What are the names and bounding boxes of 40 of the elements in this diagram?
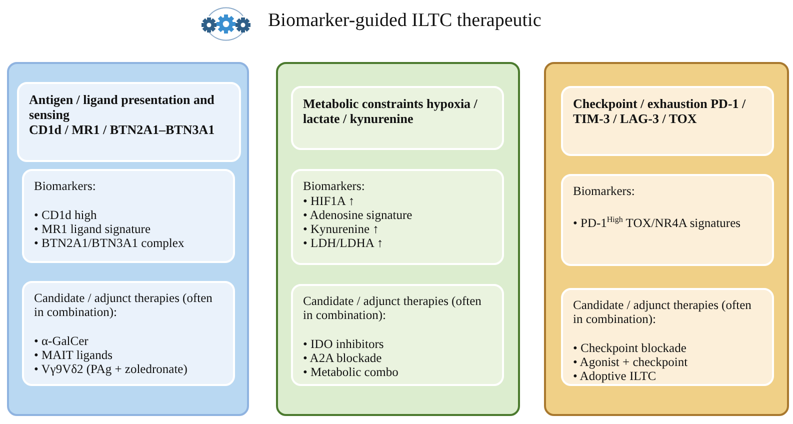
section-heading: Biomarkers: <box>34 179 97 193</box>
section-heading: Candidate / adjunct therapies (often in combination): <box>303 294 482 322</box>
header-card <box>17 82 241 162</box>
bullet-item: • BTN2A1/BTN3A1 complex <box>34 236 186 250</box>
content-card <box>22 281 235 386</box>
content-card <box>291 284 504 386</box>
column-panel <box>276 62 520 416</box>
bullet-item: • Agonist + checkpoint <box>573 355 689 369</box>
diagram-title: Biomarker-guided ILTC therapeutic <box>268 10 542 32</box>
section-heading: Biomarkers: <box>573 184 636 198</box>
bullet-item: • Kynurenine ↑ <box>303 222 380 236</box>
header-card <box>561 86 774 156</box>
bullet-item: • IDO inhibitors <box>303 337 385 351</box>
header-card <box>291 86 504 150</box>
bullet-item: • Checkpoint blockade <box>573 341 688 355</box>
bullet-item: • PD-1$^{High}$ TOX/NR4A signatures <box>573 214 742 230</box>
bullet-item: • α-GalCer <box>34 334 90 348</box>
section-heading: Biomarkers: <box>303 179 366 193</box>
bullet-item: • HIF1A ↑ <box>303 194 356 208</box>
content-card <box>291 169 504 265</box>
column-panel <box>7 62 249 416</box>
bullet-item: • LDH/LDHA ↑ <box>303 236 384 250</box>
heading-text: Metabolic constraints hypoxia / lactate / kynurenine <box>303 96 478 126</box>
content-card <box>561 174 774 266</box>
section-heading: Candidate / adjunct therapies (often in combination): <box>34 291 214 319</box>
bullet-item: • Vγ9Vδ2 (PAg + zoledronate) <box>34 362 188 376</box>
bullet-item: • CD1d high <box>34 208 98 222</box>
bullet-item: • A2A blockade <box>303 351 383 365</box>
heading-text: CD1d / MR1 / BTN2A1–BTN3A1 <box>29 122 216 137</box>
heading-text: Checkpoint / exhaustion PD-1 / TIM-3 / LAG-3 / TOX <box>573 96 747 126</box>
content-card <box>561 288 774 386</box>
bullet-item: • Adoptive ILTC <box>573 369 658 383</box>
content-card <box>22 169 235 263</box>
column-panel <box>544 62 789 416</box>
heading-text: Antigen / ligand presentation and sensing <box>29 92 216 122</box>
bullet-item: • MAIT ligands <box>34 348 114 362</box>
bullet-item: • MR1 ligand signature <box>34 222 152 236</box>
bullet-item: • Adenosine signature <box>303 208 414 222</box>
bullet-item: • Metabolic combo <box>303 365 400 379</box>
section-heading: Candidate / adjunct therapies (often in combination): <box>573 298 752 326</box>
